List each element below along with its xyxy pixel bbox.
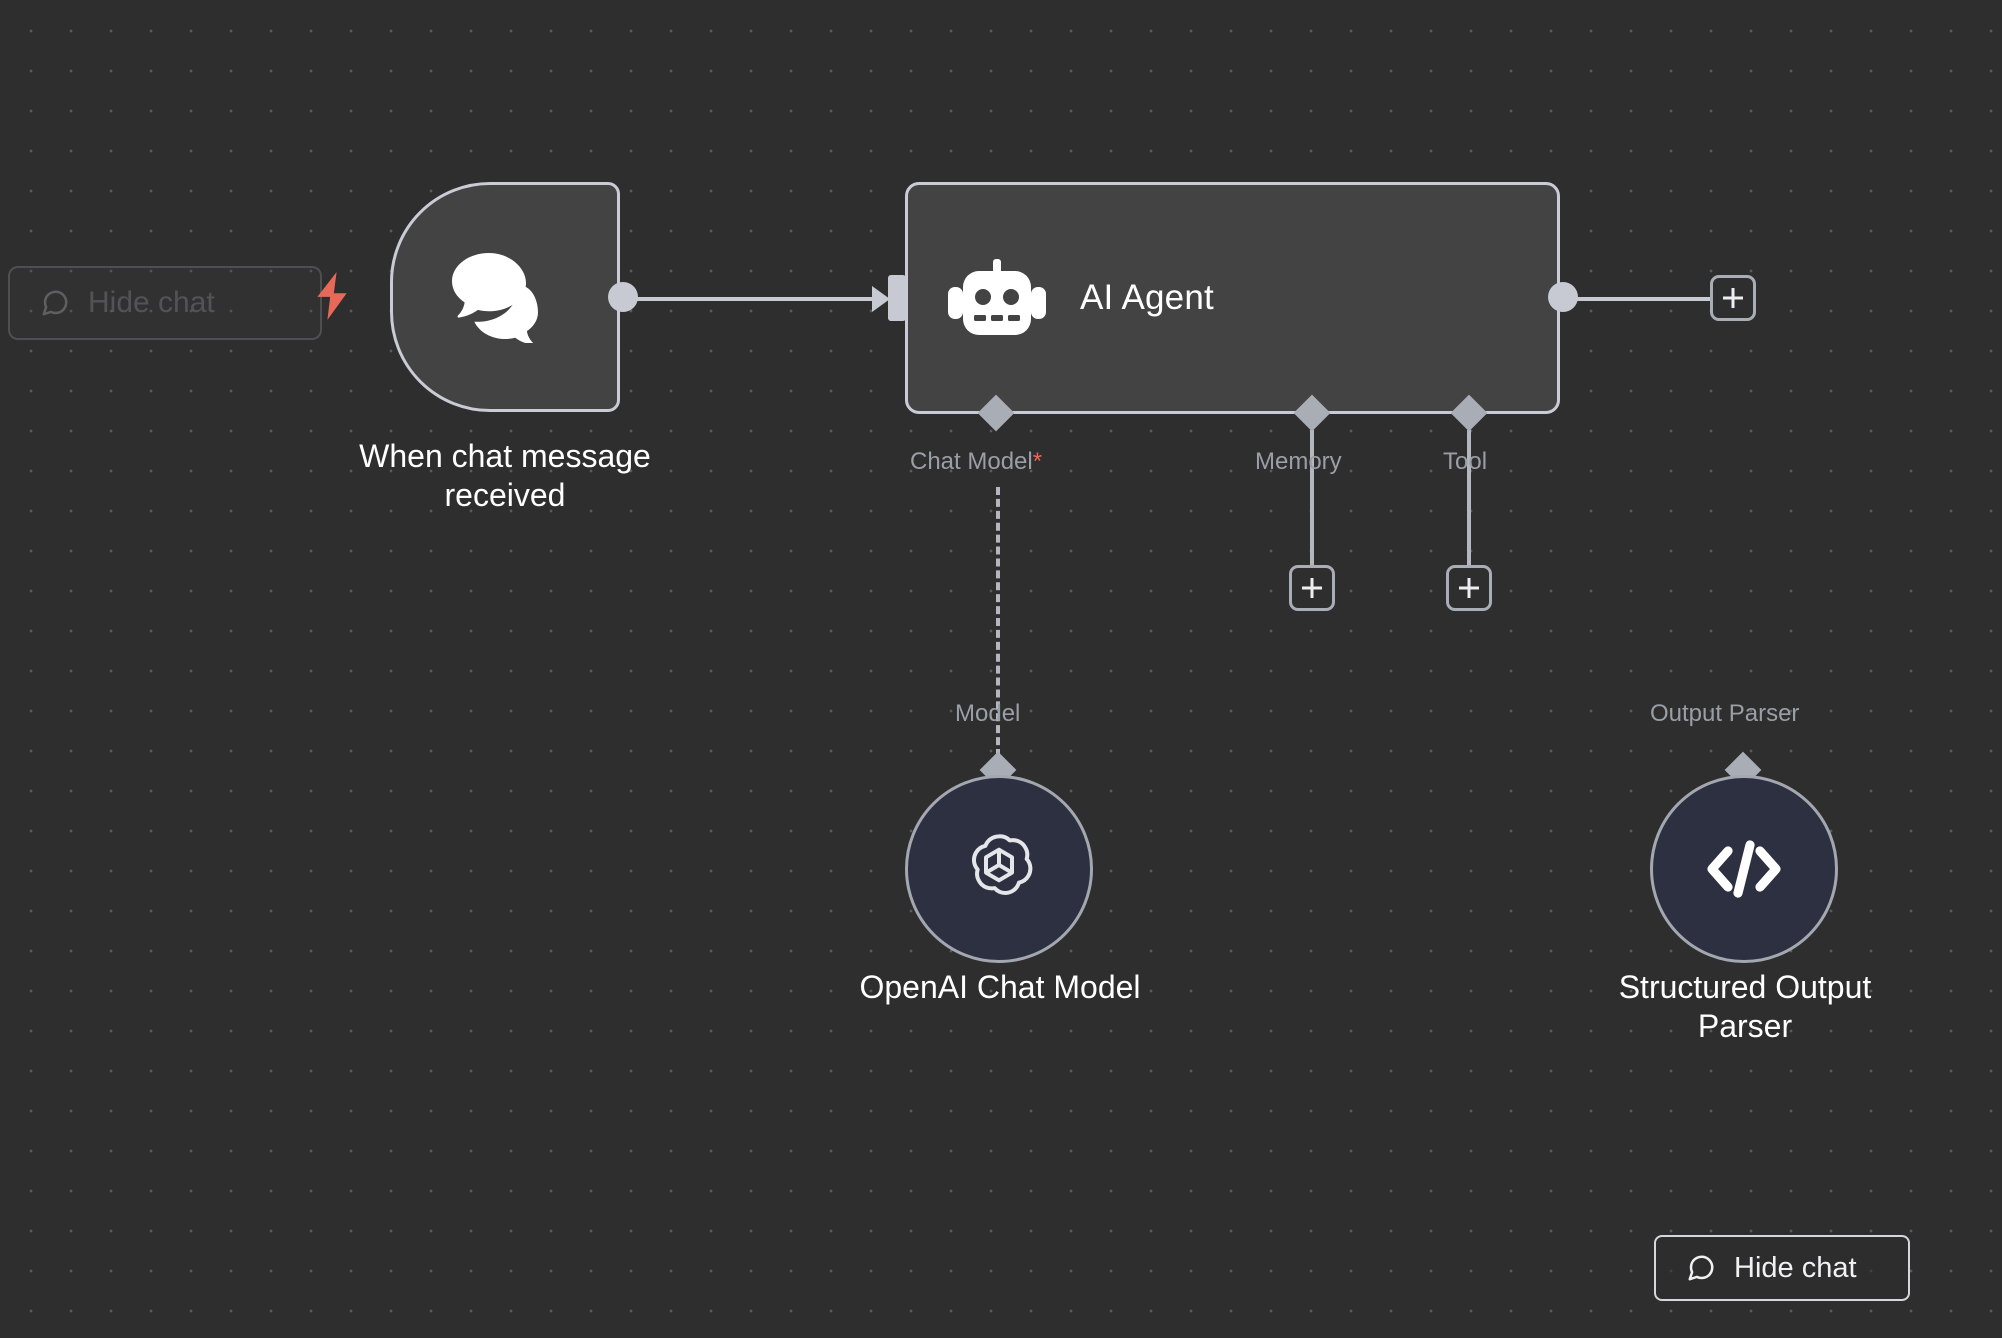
port-label-memory: Memory — [1255, 448, 1342, 475]
edge-agent-to-chat-model — [996, 487, 1000, 757]
port-label-tool: Tool — [1443, 448, 1488, 475]
node-openai-chat-model[interactable] — [905, 775, 1093, 963]
robot-icon — [948, 259, 1046, 337]
required-marker-chat-model: * — [1032, 448, 1043, 475]
edge-agent-to-add-output — [1570, 297, 1710, 301]
agent-input-port[interactable] — [888, 275, 906, 321]
add-output-node-button[interactable] — [1710, 275, 1756, 321]
hide-chat-label: Hide chat — [1734, 1251, 1857, 1284]
agent-output-port[interactable] — [1548, 282, 1578, 312]
add-memory-node-button[interactable] — [1289, 565, 1335, 611]
node-structured-output-parser[interactable] — [1650, 775, 1838, 963]
node-title-ai-agent: AI Agent — [1080, 278, 1214, 317]
node-caption-structured-output-parser: Structured Output Parser — [1618, 969, 1872, 1045]
node-ai-agent[interactable]: AI Agent — [905, 182, 1560, 414]
edge-agent-to-add-tool — [1467, 430, 1471, 580]
add-tool-node-button[interactable] — [1446, 565, 1492, 611]
node-caption-openai-chat-model: OpenAI Chat Model — [859, 969, 1141, 1005]
chat-bubbles-icon — [451, 251, 559, 343]
hide-chat-ghost-label: Hide chat — [88, 286, 215, 319]
edge-trigger-to-agent — [625, 297, 887, 301]
node-when-chat-message-received[interactable] — [390, 182, 620, 412]
trigger-output-port[interactable] — [608, 282, 638, 312]
openai-logo-icon — [959, 829, 1039, 909]
node-caption-trigger: When chat message received — [359, 438, 651, 514]
chat-bubble-icon — [1686, 1253, 1716, 1283]
chat-bubble-icon — [40, 288, 70, 318]
code-brackets-icon — [1702, 837, 1786, 901]
edge-arrow-marker — [872, 286, 890, 312]
edge-agent-to-add-memory — [1310, 430, 1314, 580]
hide-chat-button[interactable]: Hide chat — [1654, 1235, 1910, 1301]
port-label-output-parser: Output Parser — [1650, 700, 1800, 727]
lightning-bolt-icon — [310, 270, 354, 322]
port-label-model: Model — [955, 700, 1021, 727]
hide-chat-ghost-button[interactable]: Hide chat — [8, 266, 322, 340]
port-label-chat-model: Chat Model* — [910, 448, 1043, 475]
